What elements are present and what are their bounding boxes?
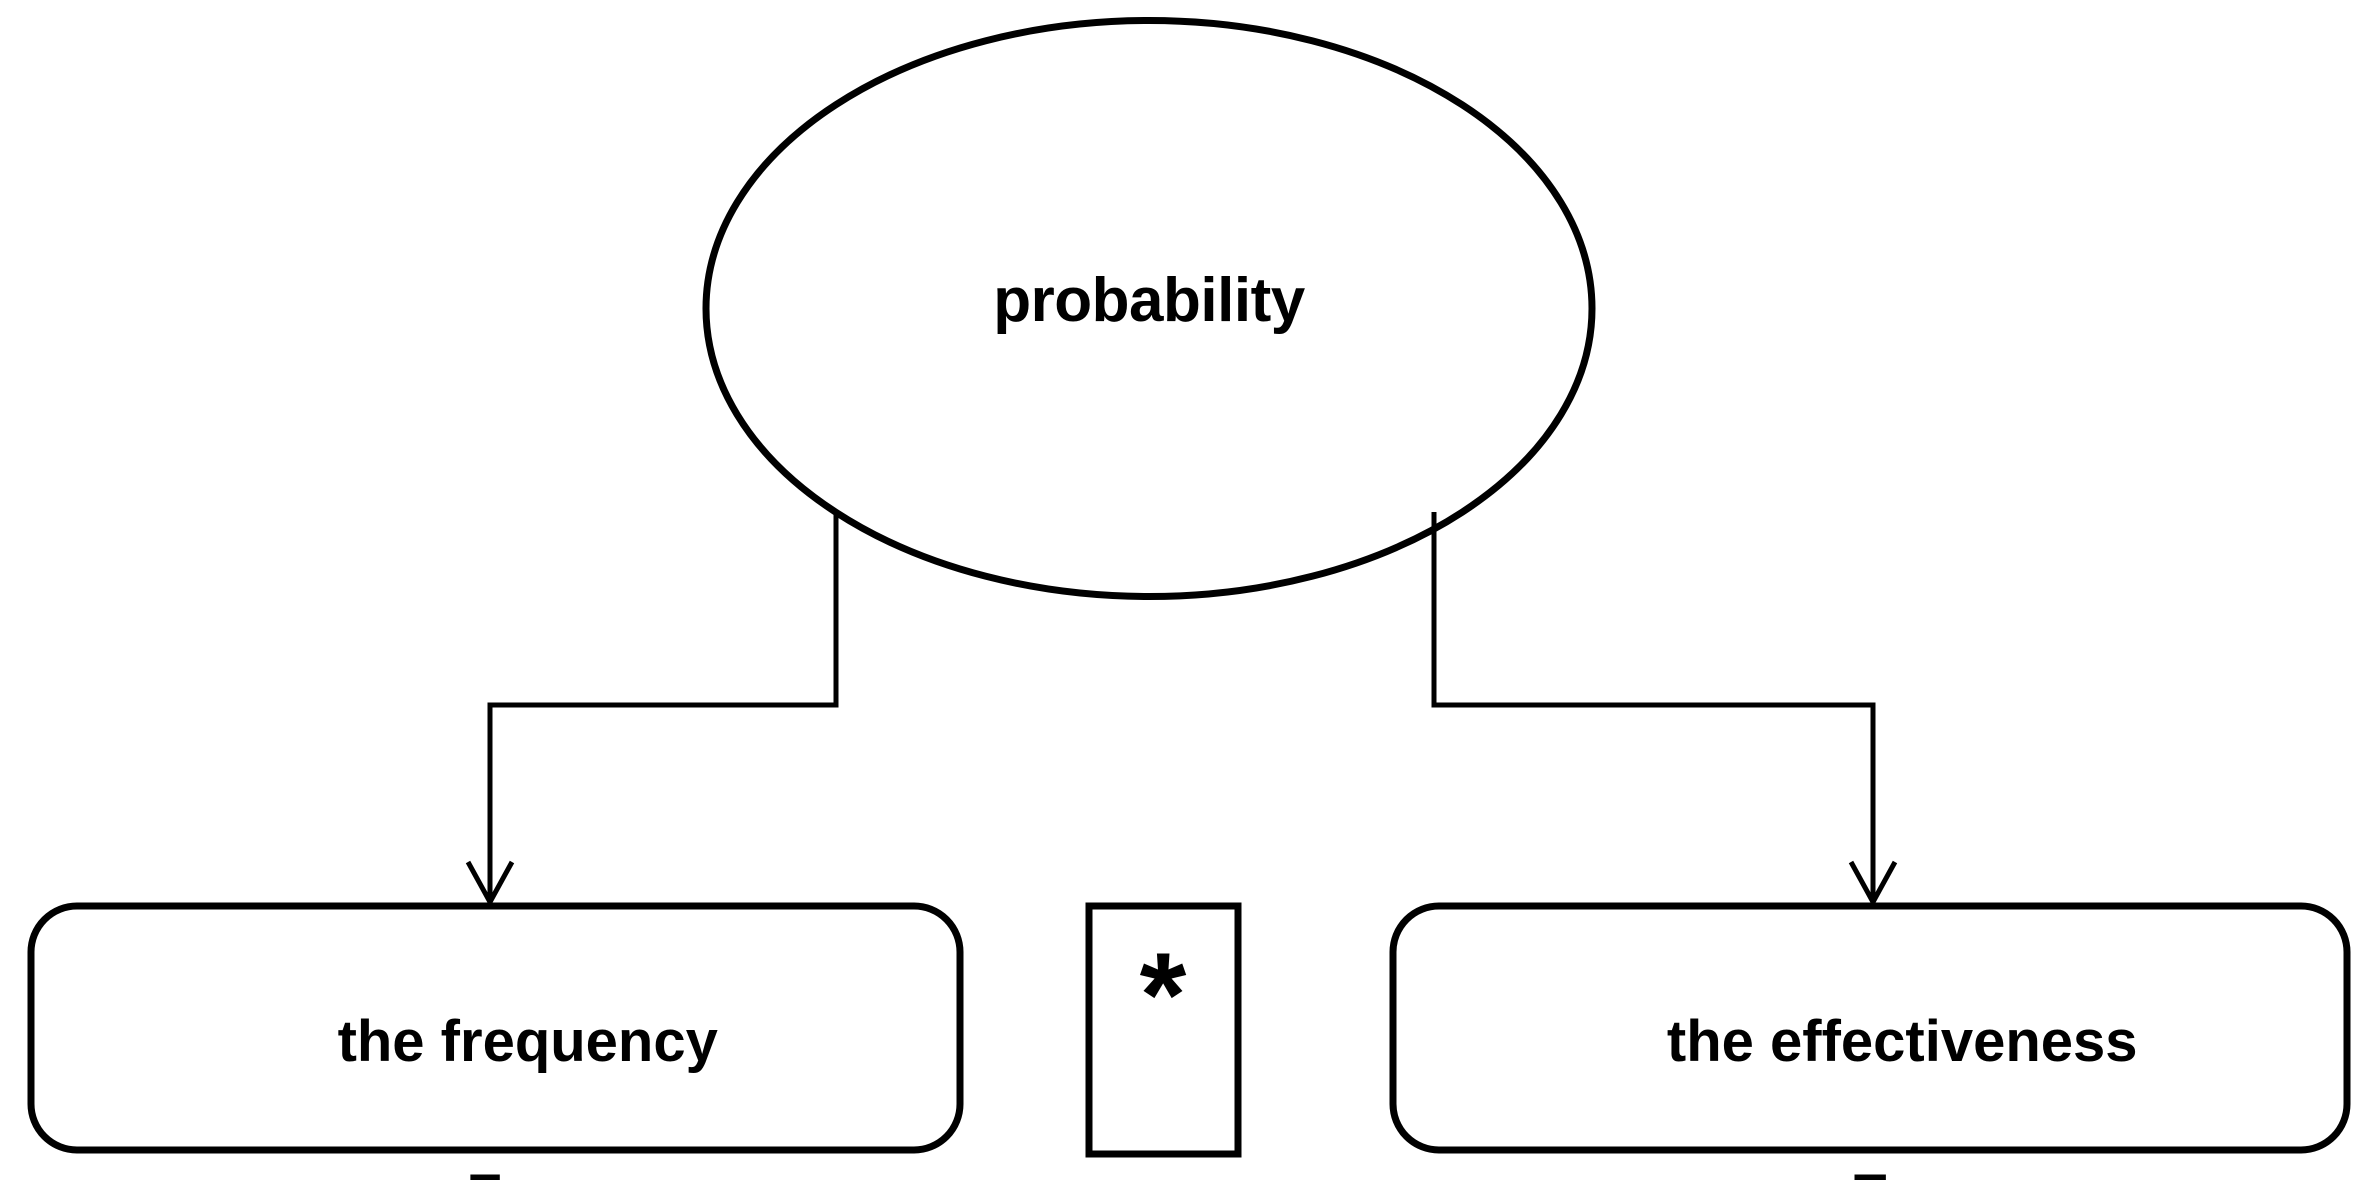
operator-box[interactable] bbox=[1085, 902, 1242, 1158]
edge-root-to-left bbox=[487, 512, 839, 898]
effectiveness-box[interactable] bbox=[1389, 902, 2351, 1154]
edge-root-to-right-arrowhead bbox=[1848, 860, 1898, 908]
edge-root-to-right bbox=[1431, 512, 1876, 898]
probability-ellipse[interactable] bbox=[702, 17, 1596, 600]
frequency-box[interactable] bbox=[27, 902, 964, 1154]
edge-root-to-left-arrowhead bbox=[465, 860, 515, 908]
